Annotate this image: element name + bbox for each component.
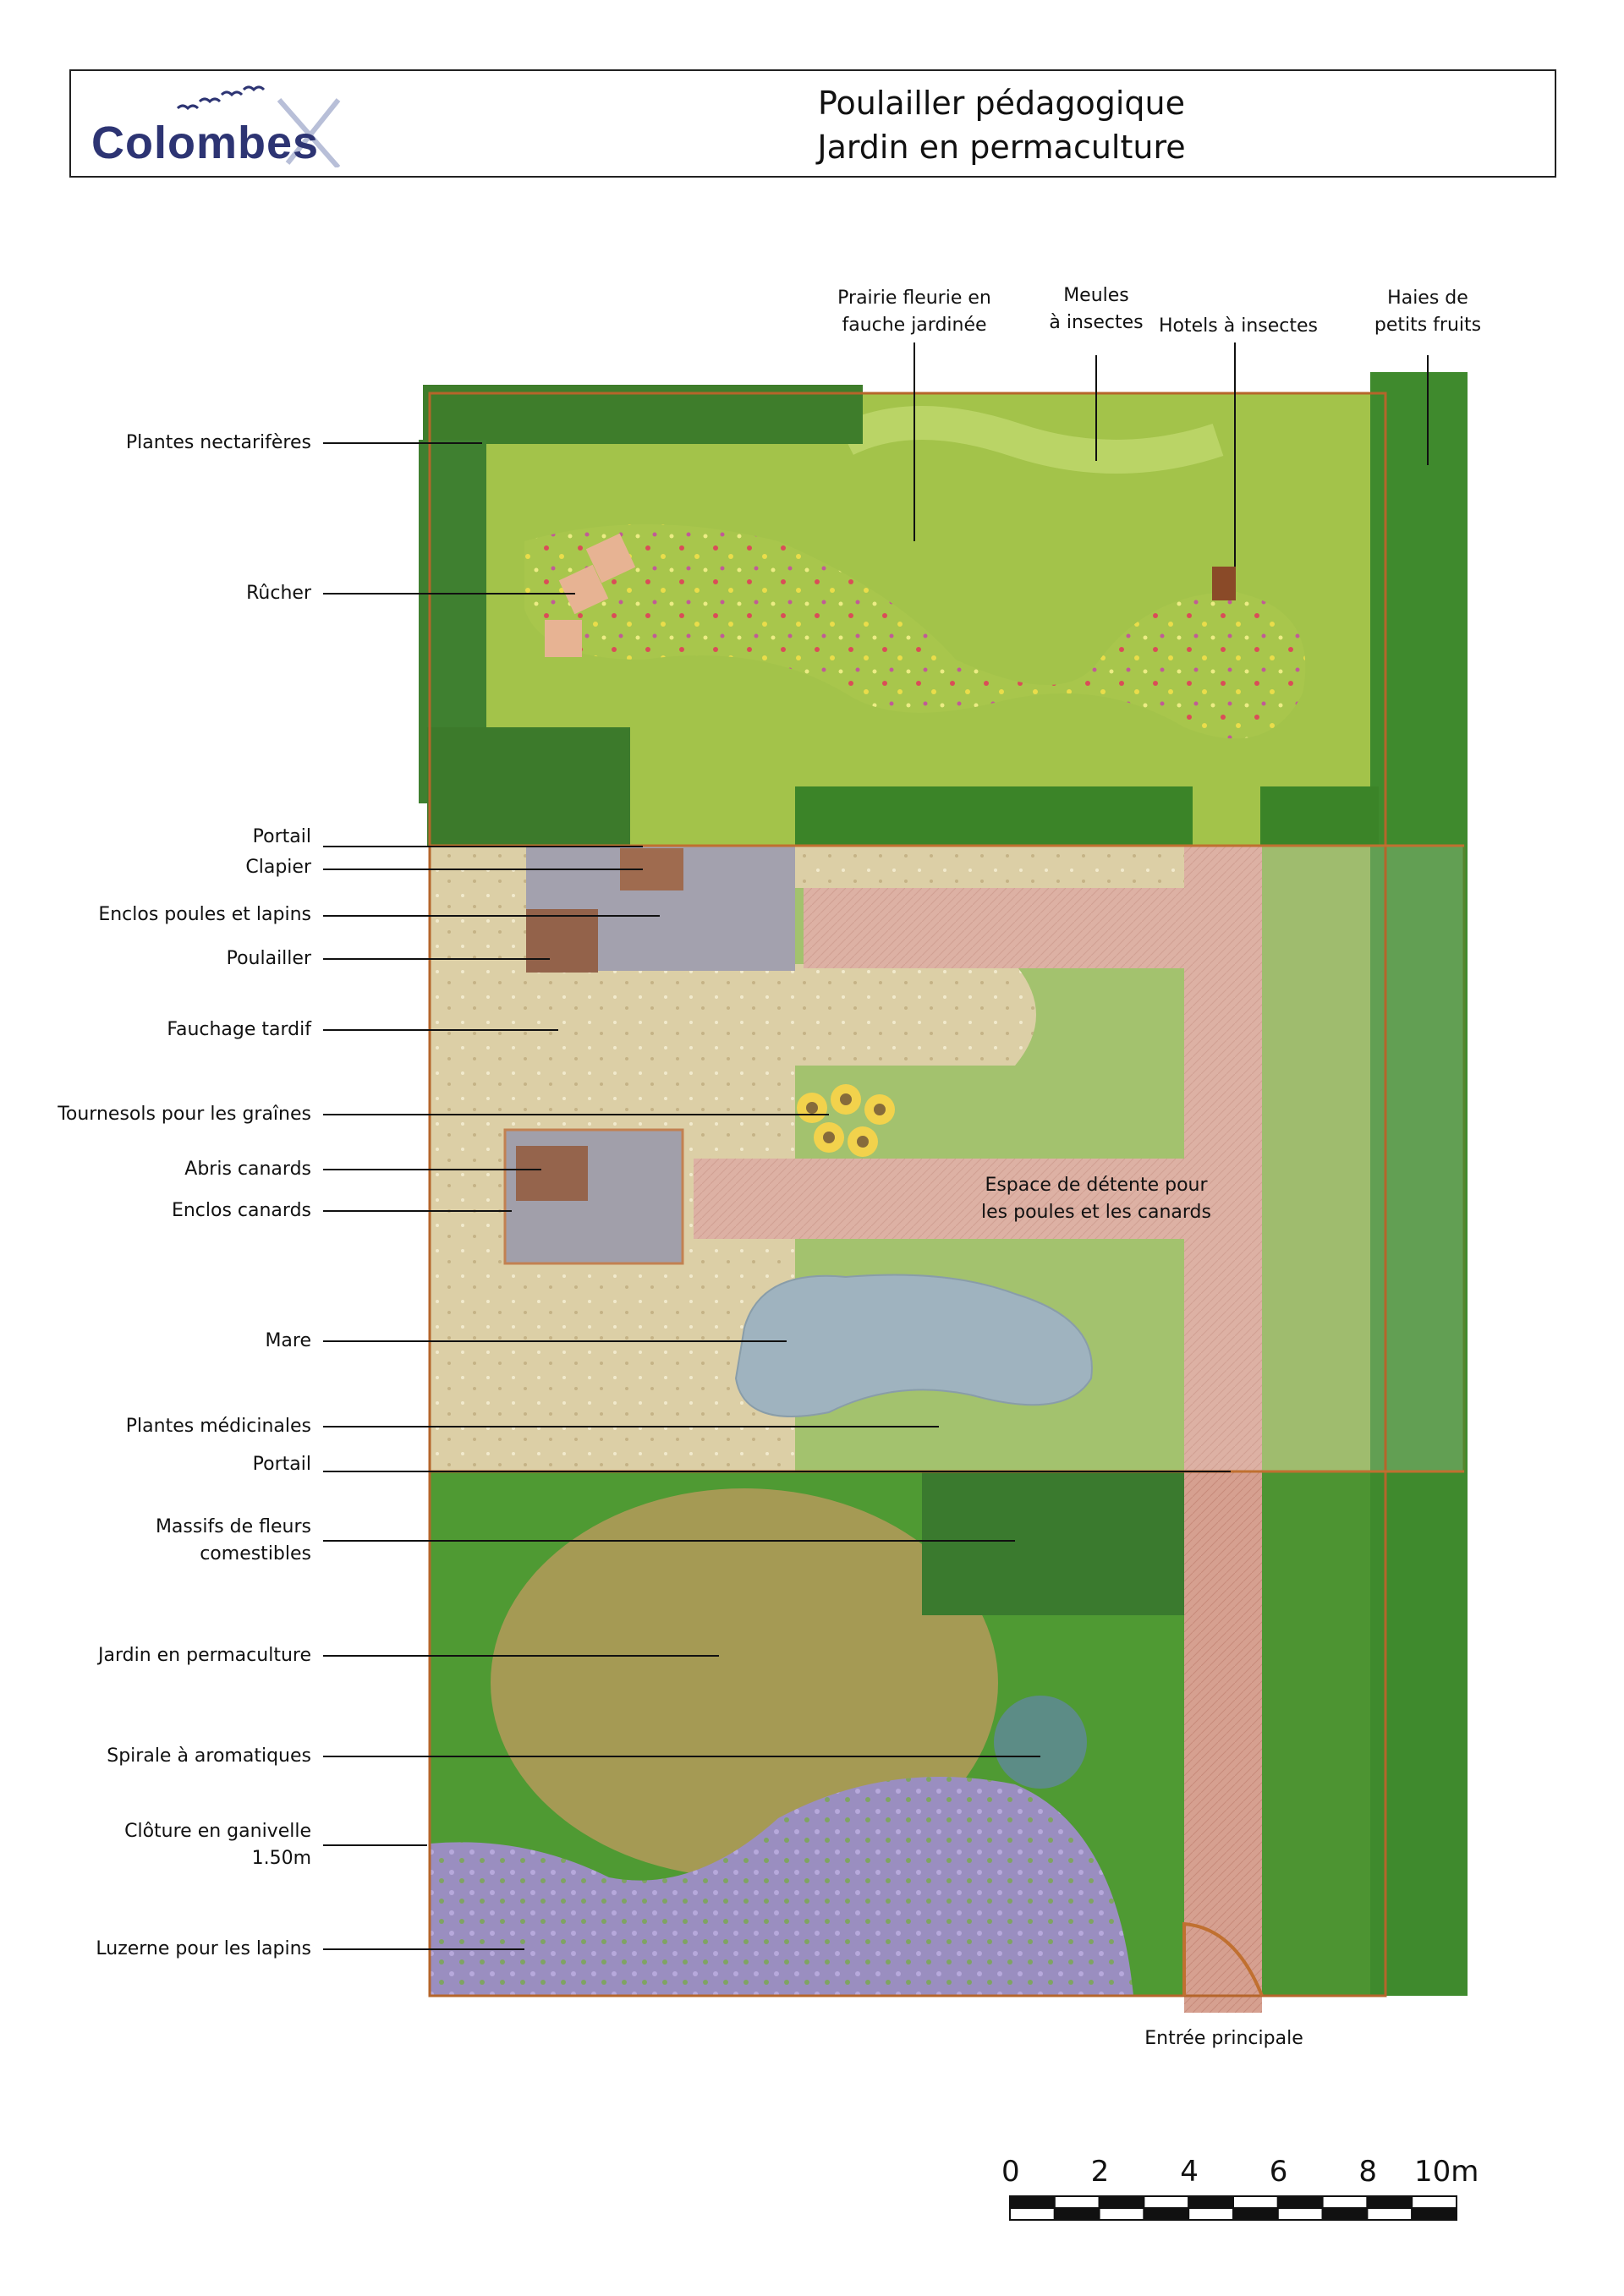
main-path-vertical: [1184, 846, 1262, 2013]
label-mare: Mare: [265, 1330, 311, 1351]
spirale-aromatiques-bed: [994, 1696, 1087, 1789]
scale-segment-bottom: [1366, 2207, 1413, 2221]
label-hotels-insectes: Hotels à insectes: [1159, 315, 1318, 337]
abris-canards-box: [516, 1146, 588, 1201]
label-massifs-fleurs: Massifs de fleurs comestibles: [155, 1516, 311, 1564]
scale-tick-label: 2: [1090, 2155, 1110, 2189]
hedge-bottom-left: [427, 727, 630, 846]
label-tournesols: Tournesols pour les graînes: [58, 1104, 311, 1125]
entrance-gate: [1182, 1921, 1264, 1997]
scale-tick-label: 4: [1180, 2155, 1199, 2189]
path-horizontal-middle: [694, 1159, 1184, 1239]
logo-birds-icon: [176, 85, 341, 169]
label-enclos-poules-lapins: Enclos poules et lapins: [98, 904, 311, 925]
scale-segment-bottom: [1411, 2207, 1457, 2221]
label-portail-1: Portail: [252, 826, 311, 847]
fence-outline: [428, 392, 1387, 1997]
scale-segment-top: [1143, 2195, 1190, 2209]
poulailler-box: [526, 909, 598, 973]
hedge-bar-2: [1260, 786, 1379, 846]
scale-tick-label: 0: [1001, 2155, 1020, 2189]
label-plantes-medicinales: Plantes médicinales: [125, 1416, 311, 1437]
label-plantes-nectariferes: Plantes nectarifères: [125, 432, 311, 453]
scale-segment-bottom: [1321, 2207, 1369, 2221]
label-entree-principale: Entrée principale: [1144, 2028, 1303, 2049]
scale-segment-top: [1232, 2195, 1279, 2209]
scale-segment-bottom: [1188, 2207, 1234, 2221]
label-luzerne: Luzerne pour les lapins: [96, 1938, 311, 1959]
poulailler-overlay: [428, 844, 1466, 1473]
scale-segment-top: [1276, 2195, 1324, 2209]
title-block: Colombes Poulailler pédagogique Jardin e…: [69, 69, 1556, 178]
massif-fleurs-bed: [922, 1471, 1184, 1615]
scale-tick-label: 10m: [1414, 2155, 1479, 2189]
label-spirale-aromatiques: Spirale à aromatiques: [107, 1745, 311, 1767]
hedge-bar-1: [795, 786, 1193, 846]
hotel-insectes-box: [1212, 567, 1236, 600]
scale-segment-top: [1411, 2195, 1457, 2209]
scale-segment-top: [1098, 2195, 1145, 2209]
scale-segment-bottom: [1232, 2207, 1279, 2221]
scale-segment-bottom: [1098, 2207, 1145, 2221]
label-meules-insectes: Meules à insectes: [1049, 285, 1144, 333]
path-horizontal-top: [804, 888, 1184, 968]
leader-lines: [323, 342, 1429, 1950]
scale-segment-bottom: [1143, 2207, 1190, 2221]
mare-pond: [734, 1274, 1093, 1417]
scale-segment-top: [1366, 2195, 1413, 2209]
label-fauchage-tardif: Fauchage tardif: [167, 1019, 311, 1040]
scale-segment-top: [1009, 2195, 1056, 2209]
scale-segment-top: [1321, 2195, 1369, 2209]
scale-tick-label: 6: [1269, 2155, 1288, 2189]
tournesols-group: [797, 1084, 895, 1157]
colombes-logo: Colombes: [85, 83, 364, 169]
scale-tick-label: 8: [1358, 2155, 1378, 2189]
label-enclos-canards: Enclos canards: [171, 1200, 311, 1221]
label-cloture-ganivelle: Clôture en ganivelle 1.50m: [124, 1821, 311, 1869]
label-haies-fruits: Haies de petits fruits: [1374, 288, 1482, 336]
label-rucher: Rûcher: [246, 583, 311, 604]
label-poulailler: Poulailler: [226, 948, 311, 969]
title-line-2: Jardin en permaculture: [817, 129, 1186, 166]
label-portail-2: Portail: [252, 1454, 311, 1475]
label-espace-detente: Espace de détente pour les poules et les…: [981, 1175, 1211, 1223]
rucher-hives: [545, 533, 636, 657]
luzerne-zone: [430, 1777, 1133, 1996]
prairie-flower-beds: [524, 524, 1306, 739]
lawn-bottom-right: [1262, 1471, 1380, 1996]
scale-segment-top: [1053, 2195, 1100, 2209]
label-jardin-permaculture: Jardin en permaculture: [97, 1645, 311, 1666]
scale-segment-bottom: [1009, 2207, 1056, 2221]
hedge-top-left: [423, 385, 863, 444]
title-line-1: Poulailler pédagogique: [817, 85, 1186, 122]
permaculture-bed: [491, 1488, 998, 1877]
scale-bar: [1009, 2195, 1457, 2221]
label-clapier: Clapier: [245, 857, 311, 878]
page-title: Poulailler pédagogique Jardin en permacu…: [579, 81, 1424, 169]
lawn-right-middle: [1260, 846, 1379, 1471]
logo-text: Colombes: [91, 118, 320, 168]
scale-segment-top: [1188, 2195, 1234, 2209]
scale-segment-bottom: [1053, 2207, 1100, 2221]
label-abris-canards: Abris canards: [184, 1159, 311, 1180]
label-prairie-fleurie: Prairie fleurie en fauche jardinée: [837, 288, 991, 336]
scale-segment-bottom: [1276, 2207, 1324, 2221]
fauchage-tongue: [508, 964, 1036, 1066]
